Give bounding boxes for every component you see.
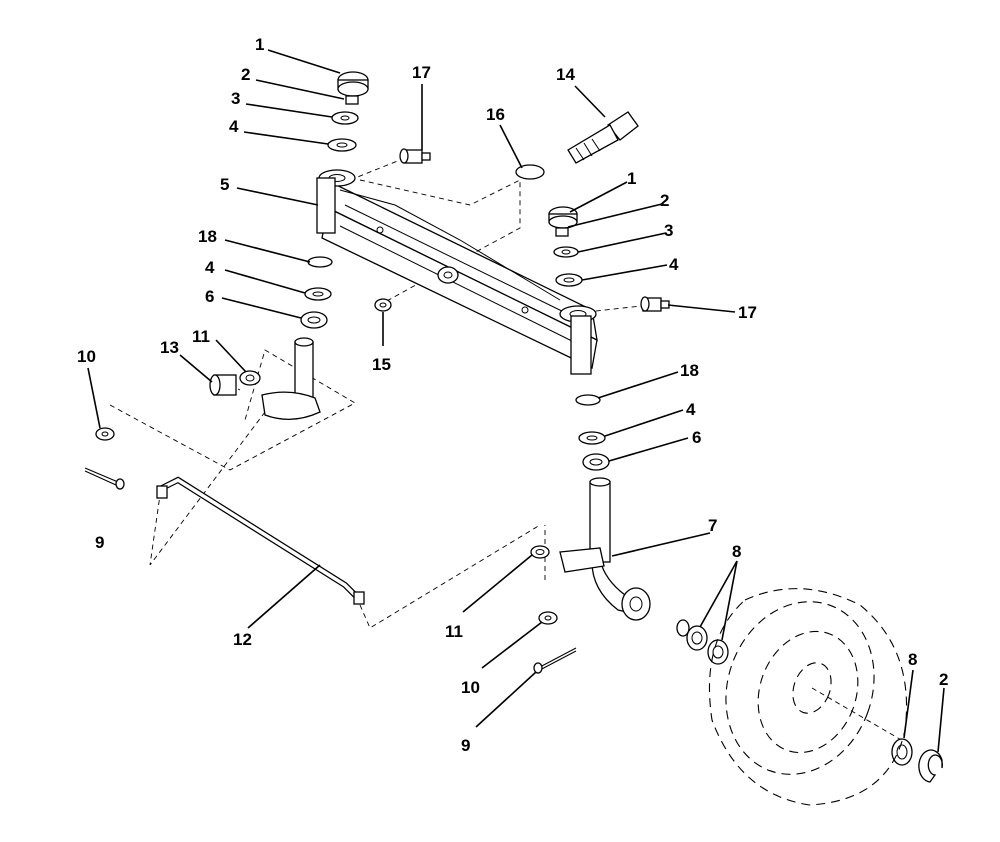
- wheel-washers: [676, 619, 913, 766]
- callout-4-right-upper: 4: [669, 255, 679, 274]
- callout-8-axle: 8: [732, 542, 741, 561]
- pivot-bolt: [567, 111, 639, 164]
- axle-beam: [316, 169, 598, 375]
- callout-4-left-lower: 4: [205, 258, 215, 277]
- callout-11-left: 11: [192, 327, 210, 346]
- callout-14: 14: [556, 65, 575, 84]
- callout-6-left: 6: [205, 287, 214, 306]
- callout-16: 16: [486, 105, 505, 124]
- callout-10-right: 10: [461, 678, 480, 697]
- callout-10-left: 10: [77, 347, 96, 366]
- callout-3-right: 3: [664, 221, 673, 240]
- right-upper-hardware-stack: [548, 206, 583, 287]
- right-tie-rod-hardware: [530, 545, 577, 674]
- callout-12: 12: [233, 630, 252, 649]
- callout-2-left: 2: [241, 65, 250, 84]
- left-lower-hardware-stack: [209, 256, 333, 420]
- callout-3-left: 3: [231, 89, 240, 108]
- wheel-e-clip: [918, 749, 943, 783]
- callout-2-right: 2: [660, 191, 669, 210]
- callout-15: 15: [372, 355, 391, 374]
- tie-rod: [156, 476, 365, 605]
- left-upper-hardware-stack: [327, 71, 369, 152]
- wheel-tire-outline: [709, 588, 908, 806]
- spacer: [515, 164, 545, 180]
- callout-1-left: 1: [255, 35, 264, 54]
- pivot-washer: [374, 298, 392, 312]
- callout-9-left: 9: [95, 533, 104, 552]
- callout-6-right: 6: [692, 428, 701, 447]
- callout-5: 5: [220, 175, 229, 194]
- callout-4-left: 4: [229, 117, 239, 136]
- left-cotter-pin: [84, 427, 125, 490]
- callout-4-right-lower: 4: [686, 400, 696, 419]
- callout-9-right: 9: [461, 736, 470, 755]
- callout-11-right: 11: [445, 622, 463, 641]
- right-lower-hardware-stack: [575, 394, 610, 471]
- callout-18-right: 18: [680, 361, 699, 380]
- callout-13: 13: [160, 338, 179, 357]
- callout-2-wheel: 2: [939, 670, 948, 689]
- callout-7: 7: [708, 516, 717, 535]
- callout-17-right: 17: [738, 303, 757, 322]
- assembly-guide-lines: [109, 159, 911, 746]
- callout-18-left: 18: [198, 227, 217, 246]
- callout-1-right: 1: [627, 169, 636, 188]
- grease-fitting-right: [640, 296, 670, 312]
- leader-lines: [87, 49, 945, 753]
- callout-8-wheel: 8: [908, 650, 917, 669]
- callout-labels: 1 2 3 4 5 17 14 16 1 2 3 4 18 4 6 17 15 …: [77, 35, 948, 755]
- callout-17-top: 17: [412, 63, 431, 82]
- right-spindle: [559, 477, 651, 621]
- grease-fitting-left: [399, 148, 431, 164]
